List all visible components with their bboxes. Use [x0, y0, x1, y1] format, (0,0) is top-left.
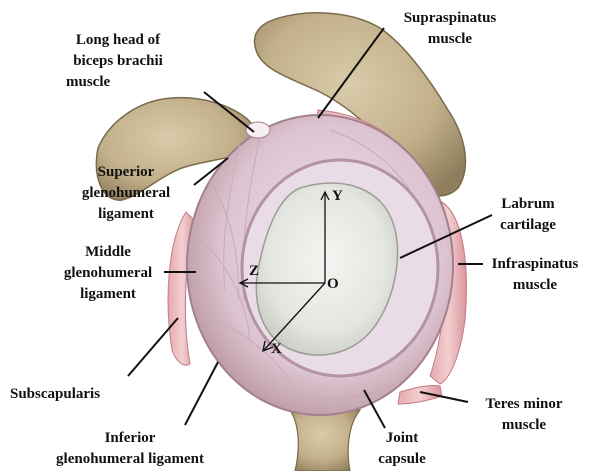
label-long-head-biceps: Long head of biceps brachii muscle: [52, 30, 184, 93]
label-joint-capsule: Joint capsule: [370, 428, 434, 470]
biceps-tendon: [246, 122, 270, 138]
label-labrum: Labrum cartilage: [482, 194, 574, 236]
label-infraspinatus: Infraspinatus muscle: [482, 254, 588, 296]
label-subscapularis: Subscapularis: [10, 384, 100, 405]
label-supraspinatus: Supraspinatus muscle: [390, 8, 510, 50]
scapula-neck: [290, 410, 360, 471]
label-inferior-glenohumeral: Inferior glenohumeral ligament: [32, 428, 228, 470]
axis-label-y: Y: [332, 188, 343, 205]
label-teres-minor: Teres minor muscle: [472, 394, 576, 436]
axis-label-z: Z: [249, 263, 259, 280]
label-superior-glenohumeral: Superior glenohumeral ligament: [68, 162, 184, 225]
axis-label-x: X: [271, 341, 282, 358]
axis-label-origin: O: [327, 276, 339, 293]
label-middle-glenohumeral: Middle glenohumeral ligament: [50, 242, 166, 305]
